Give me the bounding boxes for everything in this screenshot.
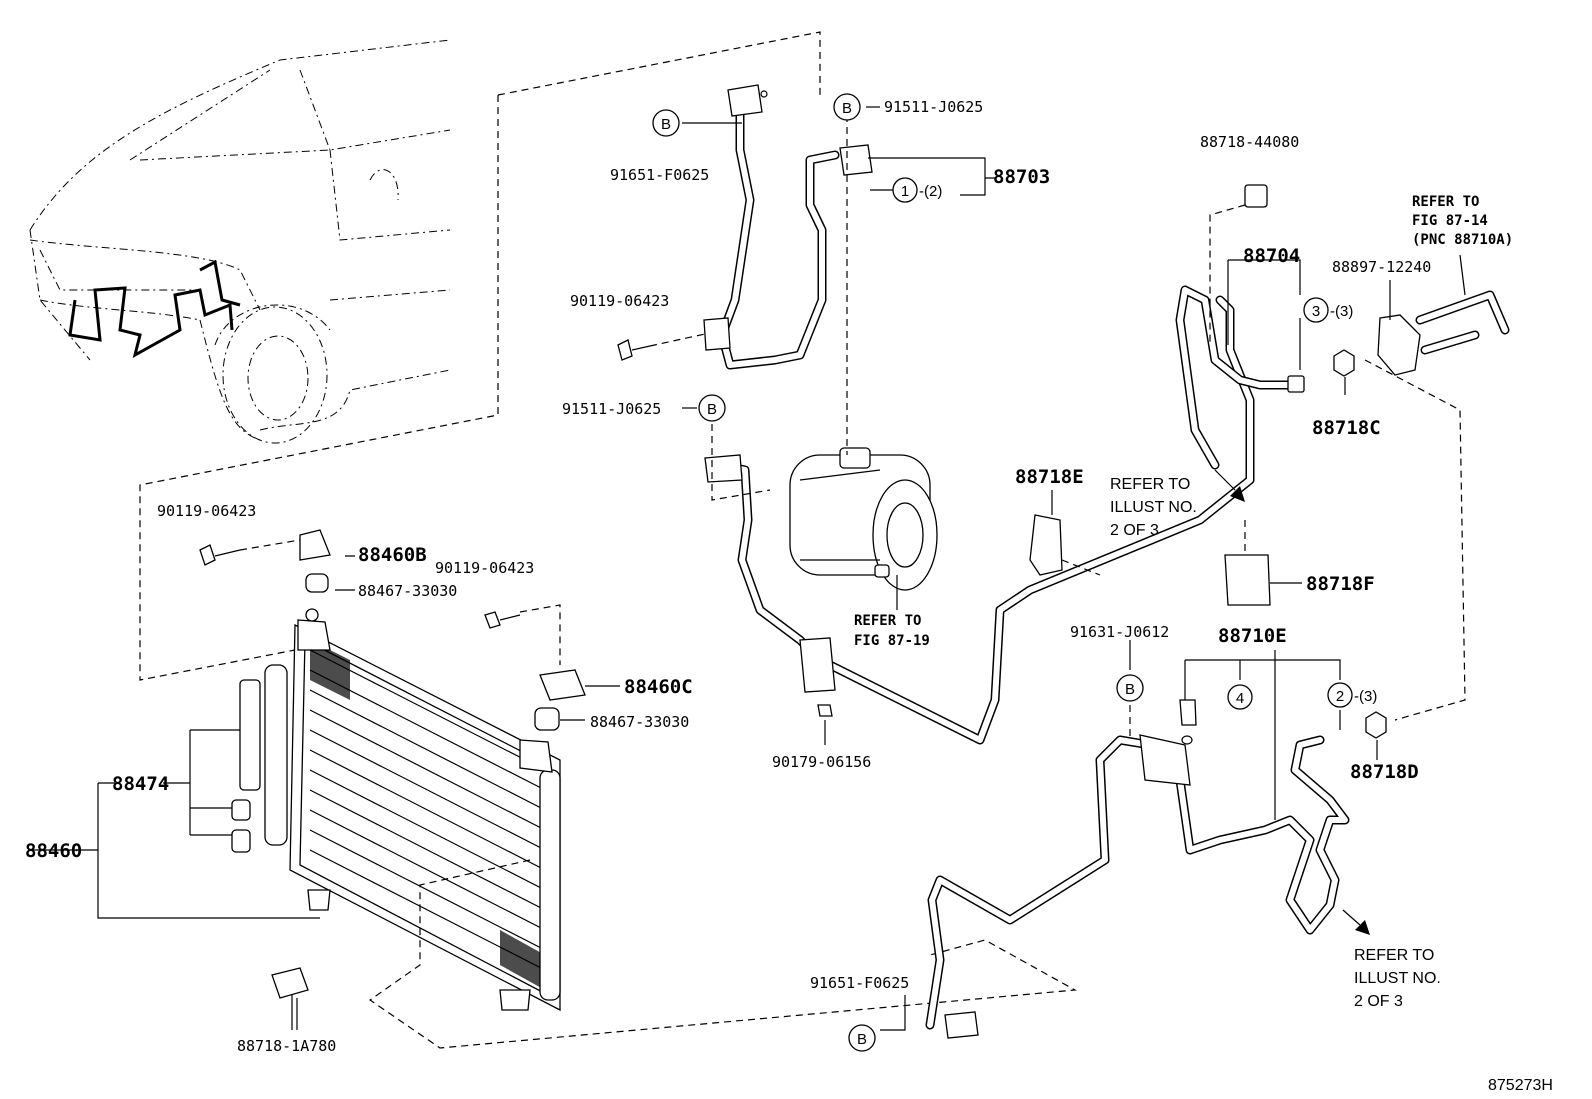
callout-b-mid: B [698, 394, 726, 422]
leader-lines [682, 106, 1466, 1031]
callout-3: 3 [1303, 297, 1329, 323]
callout-b-right: B [1116, 674, 1144, 702]
svg-text:3: 3 [1312, 303, 1320, 320]
refer-illust-b-line2: ILLUST NO. [1354, 970, 1441, 987]
label-90179-06156: 90179-06156 [772, 753, 871, 771]
callout-b-bottom: B [848, 1024, 876, 1052]
vehicle-outline [29, 39, 451, 444]
label-callout-3-range: -(3) [1330, 303, 1353, 320]
label-88718c: 88718C [1312, 417, 1381, 439]
part-labels: 91651-F0625 91511-J0625 88703 -(2) 90119… [25, 98, 1553, 1094]
condenser [264, 608, 561, 1012]
label-88704: 88704 [1243, 245, 1300, 267]
label-91511-j0625-mid: 91511-J0625 [562, 400, 661, 418]
svg-text:B: B [842, 100, 852, 117]
discharge-hose [703, 84, 873, 370]
label-88718f: 88718F [1306, 573, 1375, 595]
suction-hose [704, 295, 1255, 745]
desiccant-set [28, 679, 320, 919]
refer-fig-87-19-line1: REFER TO [854, 613, 921, 629]
svg-text:B: B [857, 1031, 867, 1048]
svg-text:B: B [1125, 681, 1135, 698]
label-91631-j0612: 91631-J0612 [1070, 623, 1169, 641]
condenser-mounts [199, 529, 620, 1030]
label-88460c: 88460C [624, 676, 693, 698]
pipe-88704 [1175, 285, 1305, 470]
liquid-pipe-88710e [925, 734, 1350, 1039]
label-91511-j0625-top: 91511-J0625 [884, 98, 983, 116]
svg-text:4: 4 [1236, 690, 1244, 707]
label-callout-2-range: -(3) [1354, 688, 1377, 705]
refer-illust-a-line3: 2 OF 3 [1110, 522, 1159, 539]
label-90119-06423-c: 90119-06423 [435, 559, 534, 577]
refer-illust-a-line2: ILLUST NO. [1110, 499, 1197, 516]
callout-1: 1 [892, 177, 918, 203]
label-callout-1-range: -(2) [919, 183, 942, 200]
svg-text:B: B [707, 401, 717, 418]
svg-text:2: 2 [1336, 688, 1344, 705]
label-91651-f0625-top: 91651-F0625 [610, 166, 709, 184]
label-88710e: 88710E [1218, 625, 1287, 647]
refer-fig-87-19-line2: FIG 87-19 [854, 633, 930, 649]
label-88718d: 88718D [1350, 761, 1419, 783]
refer-fig-87-14-line2: FIG 87-14 [1412, 213, 1488, 229]
label-88718e: 88718E [1015, 466, 1084, 488]
label-88460b: 88460B [358, 544, 427, 566]
label-88460: 88460 [25, 840, 82, 862]
callout-b-top-right: B [833, 93, 861, 121]
refer-fig-87-14-line3: (PNC 88710A) [1412, 232, 1513, 248]
refer-illust-b-line3: 2 OF 3 [1354, 993, 1403, 1010]
label-90119-06423-a: 90119-06423 [570, 292, 669, 310]
svg-text:1: 1 [901, 183, 909, 200]
label-88718-44080: 88718-44080 [1200, 133, 1299, 151]
label-88703: 88703 [993, 166, 1050, 188]
diagram-code: 875273H [1488, 1077, 1553, 1094]
label-88718-1a780: 88718-1A780 [237, 1037, 336, 1055]
refer-arrows [1214, 469, 1370, 935]
small-parts [296, 184, 1510, 1030]
label-90119-06423-b: 90119-06423 [157, 502, 256, 520]
svg-text:B: B [661, 116, 671, 133]
refer-illust-a-line1: REFER TO [1110, 476, 1190, 493]
label-88467-33030-b: 88467-33030 [590, 713, 689, 731]
view-boundary-bottom [368, 859, 1077, 1049]
compressor [789, 447, 938, 610]
callout-4: 4 [1227, 684, 1253, 710]
refer-fig-87-14-line1: REFER TO [1412, 194, 1479, 210]
label-88467-33030-a: 88467-33030 [358, 582, 457, 600]
view-boundary-top [139, 31, 821, 681]
label-91651-f0625-bottom: 91651-F0625 [810, 974, 909, 992]
refer-illust-b-line1: REFER TO [1354, 947, 1434, 964]
callout-b-top-left: B [652, 109, 680, 137]
label-88474: 88474 [112, 773, 169, 795]
label-88897-12240: 88897-12240 [1332, 258, 1431, 276]
callout-2: 2 [1327, 682, 1353, 708]
